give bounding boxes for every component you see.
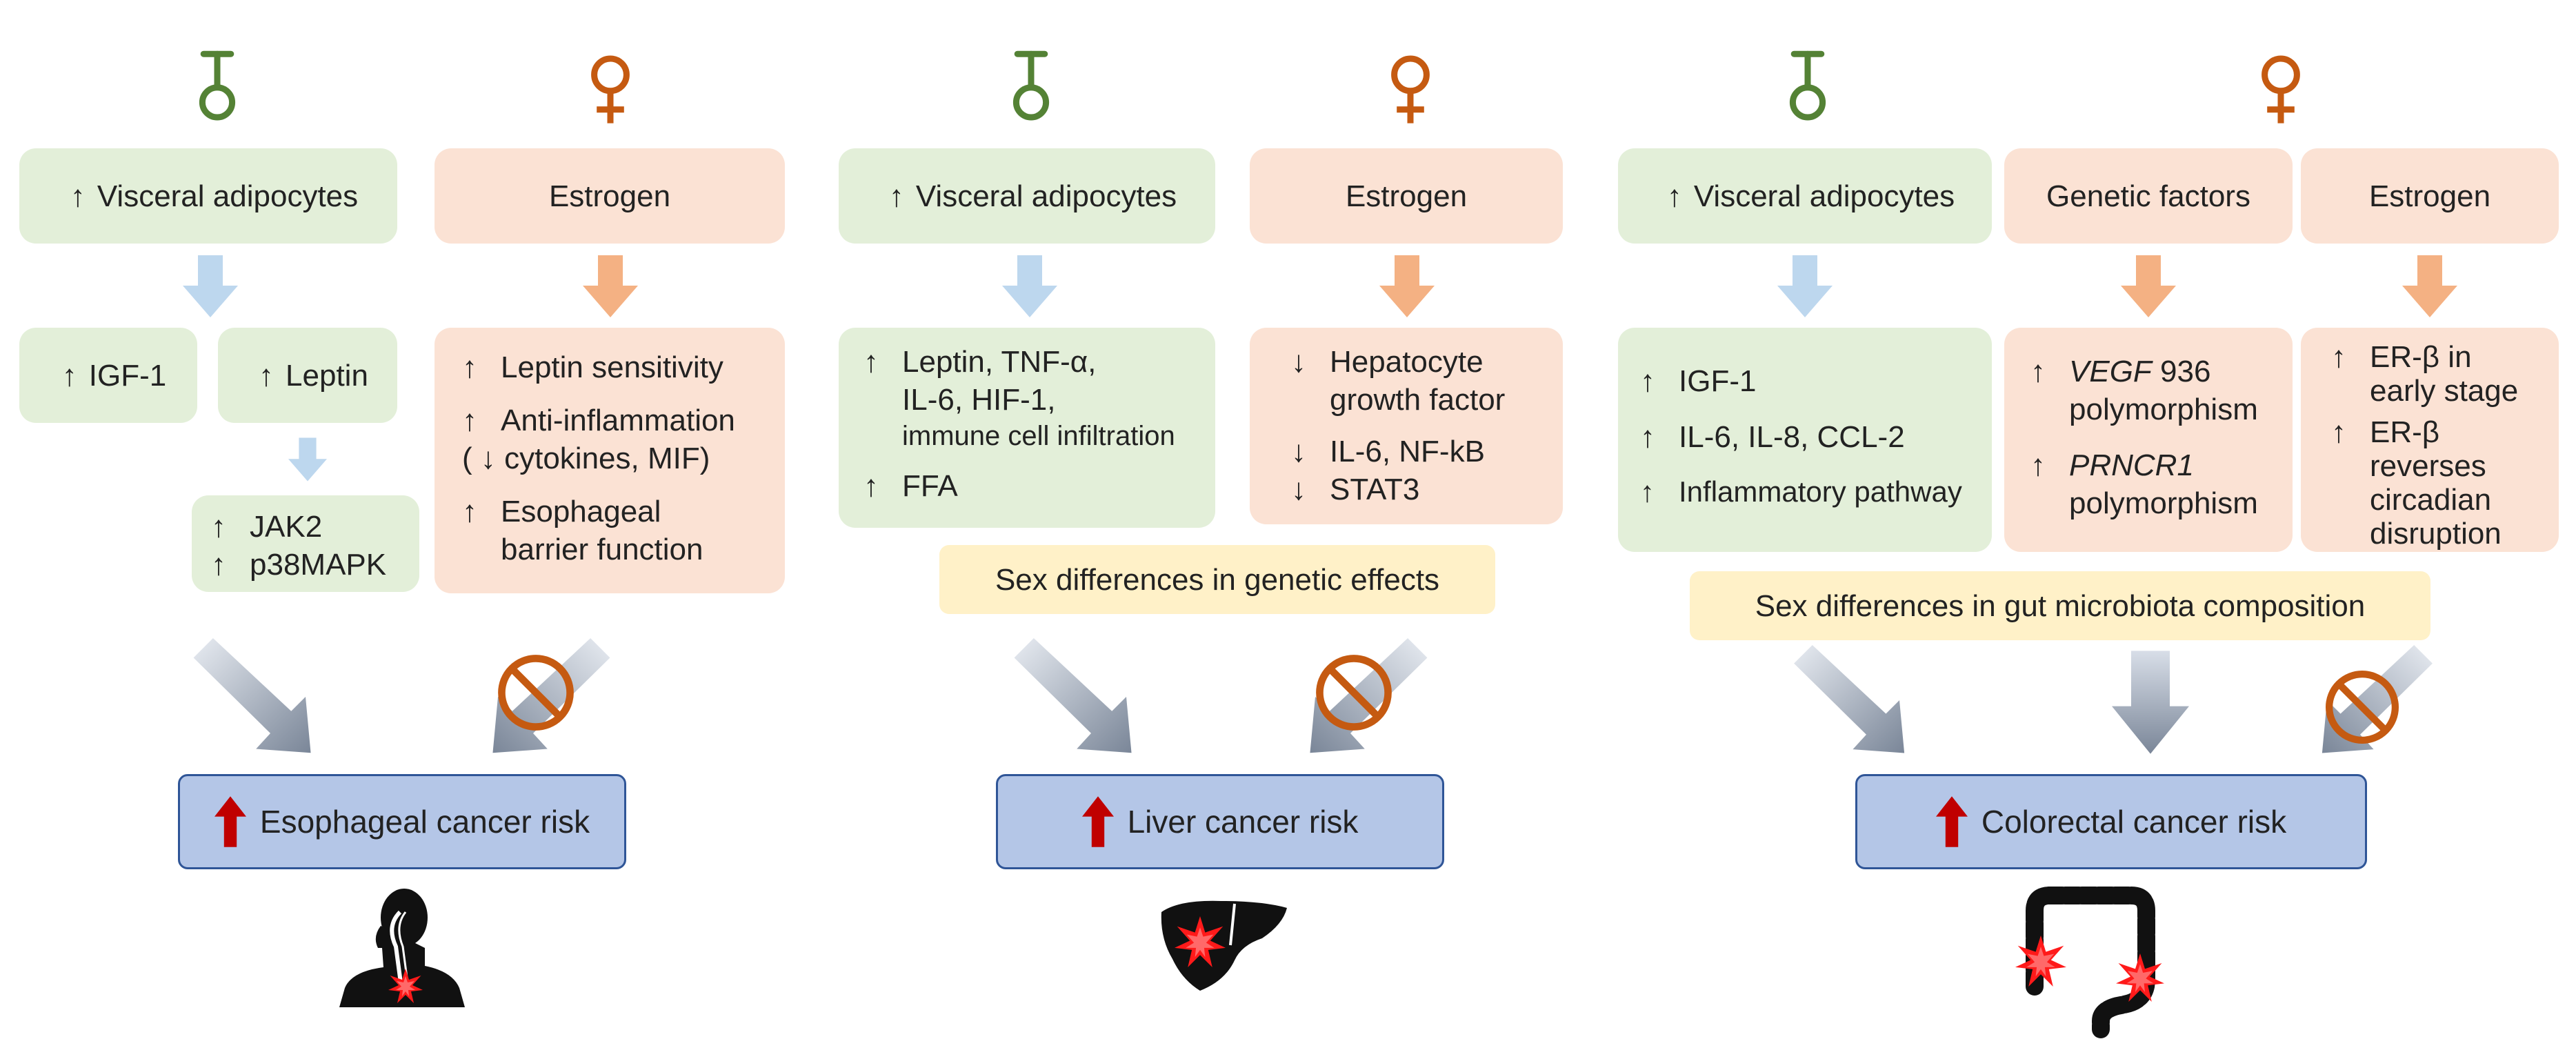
female-symbol-icon [579, 48, 641, 131]
female-symbol-icon [2250, 48, 2312, 131]
crc-male-effects: ↑IGF-1 ↑IL-6, IL-8, CCL-2 ↑Inflammatory … [1618, 328, 1992, 552]
gray-diagonal-arrow-icon [1014, 638, 1145, 755]
red-up-arrow-icon [1082, 794, 1114, 849]
orange-down-arrow-icon [583, 255, 638, 317]
crc-genetic-effects: ↑VEGF 936 polymorphism ↑PRNCR1 polymorph… [2004, 328, 2293, 552]
orange-down-arrow-icon [1379, 255, 1435, 317]
gray-down-arrow-icon [2112, 647, 2189, 758]
blue-down-arrow-icon [1002, 255, 1057, 317]
crc-estrogen: Estrogen [2301, 148, 2559, 244]
liver-visceral-adipocytes: ↑Visceral adipocytes [839, 148, 1215, 244]
crc-estrogen-effects: ↑ER-β in early stage ↑ER-β reverses circ… [2301, 328, 2559, 552]
eso-estrogen: Estrogen [435, 148, 785, 244]
liver-cancer-risk-box: Liver cancer risk [996, 774, 1444, 869]
blue-down-arrow-icon [183, 255, 238, 317]
prohibited-icon [1313, 652, 1395, 733]
eso-leptin: ↑Leptin [218, 328, 397, 423]
liver-female-effects: ↓Hepatocyte growth factor ↓IL-6, NF-kB ↓… [1250, 328, 1563, 524]
liver-icon [1161, 900, 1287, 991]
colon-icon [2015, 887, 2164, 1038]
female-symbol-icon [1379, 48, 1441, 131]
eso-visceral-adipocytes: ↑Visceral adipocytes [19, 148, 397, 244]
blue-down-arrow-icon [288, 433, 327, 486]
liver-male-effects: ↑Leptin, TNF-α, IL-6, HIF-1, immune cell… [839, 328, 1215, 528]
crc-genetic-factors: Genetic factors [2004, 148, 2293, 244]
male-symbol-icon [186, 48, 248, 124]
esophageal-cancer-risk-box: Esophageal cancer risk [178, 774, 626, 869]
male-symbol-icon [1777, 48, 1839, 124]
male-symbol-icon [1000, 48, 1062, 124]
prohibited-icon [2323, 668, 2402, 746]
eso-jak2-p38: ↑JAK2 ↑p38MAPK [192, 495, 419, 592]
red-up-arrow-icon [214, 794, 246, 849]
gray-diagonal-arrow-icon [193, 638, 324, 755]
colorectal-cancer-risk-box: Colorectal cancer risk [1855, 774, 2367, 869]
prohibited-icon [495, 652, 577, 733]
eso-igf1: ↑IGF-1 [19, 328, 197, 423]
red-up-arrow-icon [1936, 794, 1968, 849]
crc-visceral-adipocytes: ↑Visceral adipocytes [1618, 148, 1992, 244]
orange-down-arrow-icon [2121, 255, 2176, 317]
liver-sex-differences: Sex differences in genetic effects [939, 545, 1495, 614]
orange-down-arrow-icon [2402, 255, 2457, 317]
human-esophagus-icon [339, 889, 465, 1007]
gray-diagonal-arrow-icon [1793, 645, 1917, 755]
crc-sex-differences: Sex differences in gut microbiota compos… [1690, 571, 2430, 640]
blue-down-arrow-icon [1777, 255, 1833, 317]
eso-estrogen-effects: ↑Leptin sensitivity ↑Anti-inflammation (… [435, 328, 785, 593]
liver-estrogen: Estrogen [1250, 148, 1563, 244]
